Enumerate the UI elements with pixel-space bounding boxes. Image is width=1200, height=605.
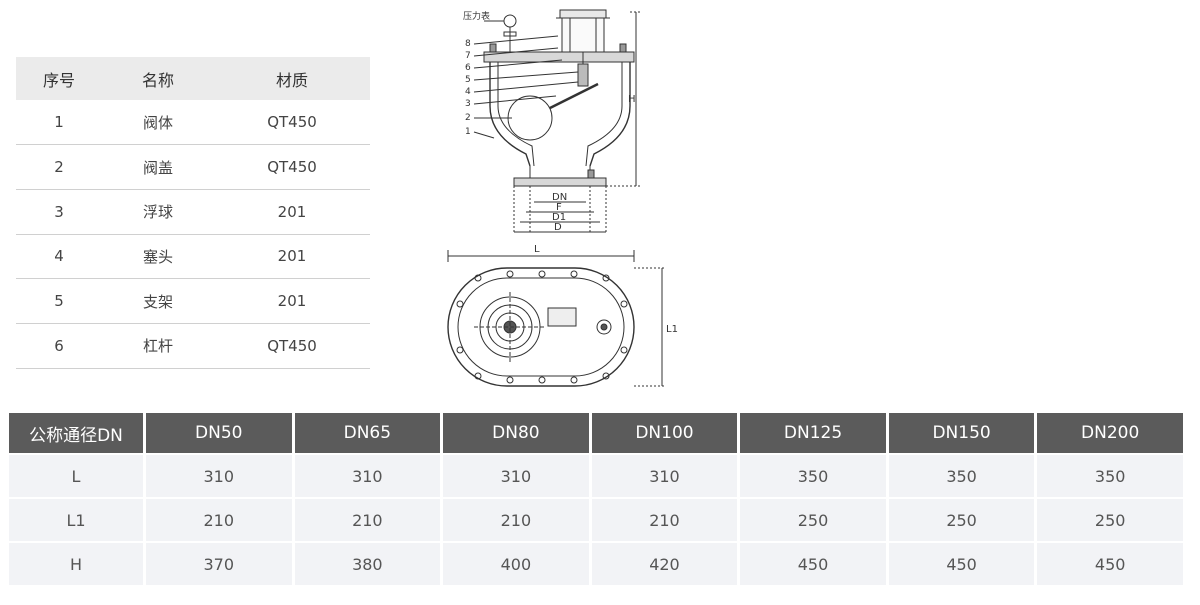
table-row: L 310 310 310 310 350 350 350 [9, 455, 1183, 497]
dimension-row-label: L [9, 455, 143, 497]
dimension-cell: 310 [146, 455, 292, 497]
part-number-label: 5 [465, 75, 471, 85]
dimension-table-header: 公称通径DN DN50 DN65 DN80 DN100 DN125 DN150 … [9, 413, 1183, 453]
table-row: 4 塞头 201 [16, 234, 370, 279]
dimension-header-col: DN125 [740, 413, 886, 453]
table-row: 2 阀盖 QT450 [16, 145, 370, 190]
dim-d1-label: D1 [552, 212, 566, 223]
dimension-cell: 420 [591, 543, 738, 585]
valve-drawing: 压力表 [438, 6, 688, 392]
plan-view: L L1 [447, 244, 678, 387]
dimension-cell: 450 [1037, 543, 1183, 585]
part-name: 阀体 [142, 113, 173, 132]
table-row: 3 浮球 201 [16, 189, 370, 235]
dimension-cell: 210 [591, 499, 738, 541]
part-name: 支架 [142, 292, 173, 311]
part-no: 4 [54, 247, 64, 266]
part-number-label: 1 [465, 127, 471, 137]
dimension-header-first: 公称通径DN [9, 413, 143, 453]
dim-l-label: L [534, 244, 540, 255]
dimension-header-col: DN80 [443, 413, 589, 453]
dimension-header-col: DN65 [294, 413, 441, 453]
part-name: 杠杆 [142, 337, 173, 356]
dim-l1-label: L1 [666, 324, 678, 335]
dimension-header-col: DN100 [591, 413, 738, 453]
part-no: 2 [54, 158, 64, 177]
dimension-cell: 250 [740, 499, 886, 541]
dimension-cell: 400 [443, 543, 589, 585]
part-name: 浮球 [142, 203, 173, 222]
dimension-row-label: L1 [9, 499, 143, 541]
part-number-label: 8 [465, 39, 471, 49]
part-no: 3 [54, 202, 64, 221]
dimension-row-label: H [9, 543, 143, 585]
table-row: 1 阀体 QT450 [16, 100, 370, 145]
dimension-cell: 350 [888, 455, 1035, 497]
parts-header-no: 序号 [42, 70, 75, 90]
dimension-cell: 250 [888, 499, 1035, 541]
part-material: QT450 [267, 113, 317, 132]
part-material: 201 [277, 292, 307, 311]
dim-h-label: H [628, 94, 636, 105]
part-number-label: 3 [465, 99, 471, 109]
part-material: 201 [277, 202, 307, 221]
dimension-cell: 310 [294, 455, 441, 497]
part-number-label: 2 [465, 113, 471, 123]
dimension-cell: 210 [294, 499, 441, 541]
dimension-cell: 380 [294, 543, 441, 585]
dimension-cell: 310 [443, 455, 589, 497]
dim-d-label: D [554, 222, 562, 233]
part-material: QT450 [267, 158, 317, 177]
dimension-cell: 250 [1037, 499, 1183, 541]
part-material: QT450 [267, 336, 317, 355]
dimension-header-col: DN200 [1037, 413, 1183, 453]
side-view: 压力表 [463, 9, 640, 234]
table-row: L1 210 210 210 210 250 250 250 [9, 499, 1183, 541]
part-no: 1 [54, 113, 64, 132]
dimension-cell: 350 [1037, 455, 1183, 497]
dimension-cell: 370 [146, 543, 292, 585]
part-material: 201 [277, 247, 307, 266]
dimension-cell: 310 [591, 455, 738, 497]
parts-table: 序号 名称 材质 1 阀体 QT450 2 阀盖 QT450 3 浮球 201 … [16, 57, 370, 369]
pressure-gauge-icon [503, 14, 517, 28]
table-row: H 370 380 400 420 450 450 450 [9, 543, 1183, 585]
table-row: 5 支架 201 [16, 279, 370, 324]
part-number-label: 6 [465, 63, 471, 73]
parts-header-name: 名称 [141, 70, 174, 90]
part-no: 5 [54, 292, 64, 311]
valve-drawing-svg: 压力表 [447, 9, 678, 387]
table-row: 6 杠杆 QT450 [16, 323, 370, 369]
dim-f-label: F [556, 202, 562, 213]
part-number-label: 4 [465, 87, 471, 97]
dimension-header-col: DN50 [146, 413, 292, 453]
dimension-cell: 350 [740, 455, 886, 497]
part-name: 塞头 [142, 247, 173, 266]
part-no: 6 [54, 336, 64, 355]
parts-header-material: 材质 [275, 70, 308, 90]
dimension-header-col: DN150 [888, 413, 1035, 453]
dimension-cell: 210 [146, 499, 292, 541]
pressure-gauge-label: 压力表 [463, 10, 490, 22]
part-number-label: 7 [465, 51, 471, 61]
parts-table-header: 序号 名称 材质 [16, 57, 370, 100]
dimension-cell: 450 [740, 543, 886, 585]
dimension-cell: 450 [888, 543, 1035, 585]
dimension-table: 公称通径DN DN50 DN65 DN80 DN100 DN125 DN150 … [6, 411, 1186, 587]
part-name: 阀盖 [142, 158, 173, 177]
dimension-cell: 210 [443, 499, 589, 541]
dim-dn-label: DN [552, 192, 567, 203]
